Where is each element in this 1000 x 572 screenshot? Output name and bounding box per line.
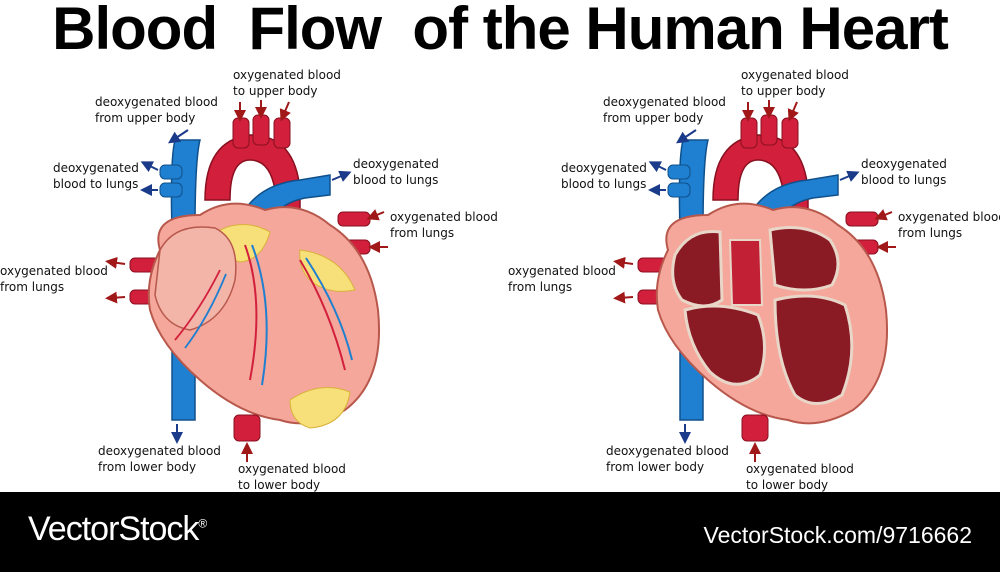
fat-deposit-bottom [289, 387, 351, 429]
aortic-branch-2 [252, 114, 270, 146]
coronary-artery-1 [244, 244, 258, 381]
arrow-deox-upper [168, 129, 189, 144]
watermark-footer: VectorStock® VectorStock.com/9716662 [0, 492, 1000, 572]
arrow-ox-lungs-left-1 [105, 256, 126, 269]
page-title: Blood Flow of the Human Heart [52, 0, 949, 62]
cs-arrow-ox-upper-3 [787, 101, 799, 122]
descending-aorta [233, 414, 261, 442]
cs-arrow-ox-lungs-left-2 [613, 291, 634, 304]
aortic-branch-1 [232, 117, 250, 149]
coronary-vein-2 [305, 257, 353, 361]
aortic-branch-3 [273, 117, 291, 149]
coronary-artery-2 [299, 259, 346, 371]
arrow-deox-lungs-right [331, 170, 352, 182]
arrow-ox-upper-3 [279, 101, 291, 122]
right-ventricle-chamber [683, 304, 766, 386]
arrow-ox-lungs-right-1 [366, 209, 385, 221]
coronary-artery-3 [174, 269, 221, 341]
cs-aortic-branch-3 [781, 117, 799, 149]
cs-arrow-deox-lungs-left-1 [648, 161, 667, 173]
aorta-interior [728, 239, 764, 306]
cs-arrow-deox-lungs-right [839, 170, 860, 182]
coronary-vein-1 [251, 244, 268, 386]
vectorstock-logo: VectorStock® [28, 510, 207, 548]
external-heart [105, 100, 388, 462]
pulmonary-vein-right-upper [337, 211, 371, 227]
cs-pulmonary-artery-left-upper [667, 164, 691, 180]
cs-descending-aorta [741, 414, 769, 442]
left-atrium-chamber [768, 226, 840, 292]
fat-deposit-right [299, 249, 356, 292]
arrow-deox-lungs-left-1 [140, 161, 159, 173]
cs-aortic-branch-2 [760, 114, 778, 146]
coronary-vein-3 [184, 273, 227, 349]
cs-aortic-branch-1 [740, 117, 758, 149]
vectorstock-url: VectorStock.com/9716662 [703, 522, 973, 548]
cross-section-heart [613, 100, 896, 462]
left-ventricle-chamber [773, 294, 854, 405]
pulmonary-artery-left-lower [159, 182, 183, 198]
cs-arrow-ox-lungs-left-1 [613, 256, 634, 269]
cs-pulmonary-artery-left-lower [667, 182, 691, 198]
right-atrium [154, 226, 237, 331]
cs-pulmonary-vein-right-upper [845, 211, 879, 227]
pulmonary-artery-left-upper [159, 164, 183, 180]
cs-arrow-ox-lungs-right-1 [874, 209, 893, 221]
arrow-ox-lungs-left-2 [105, 291, 126, 304]
cs-arrow-deox-upper [676, 129, 697, 144]
